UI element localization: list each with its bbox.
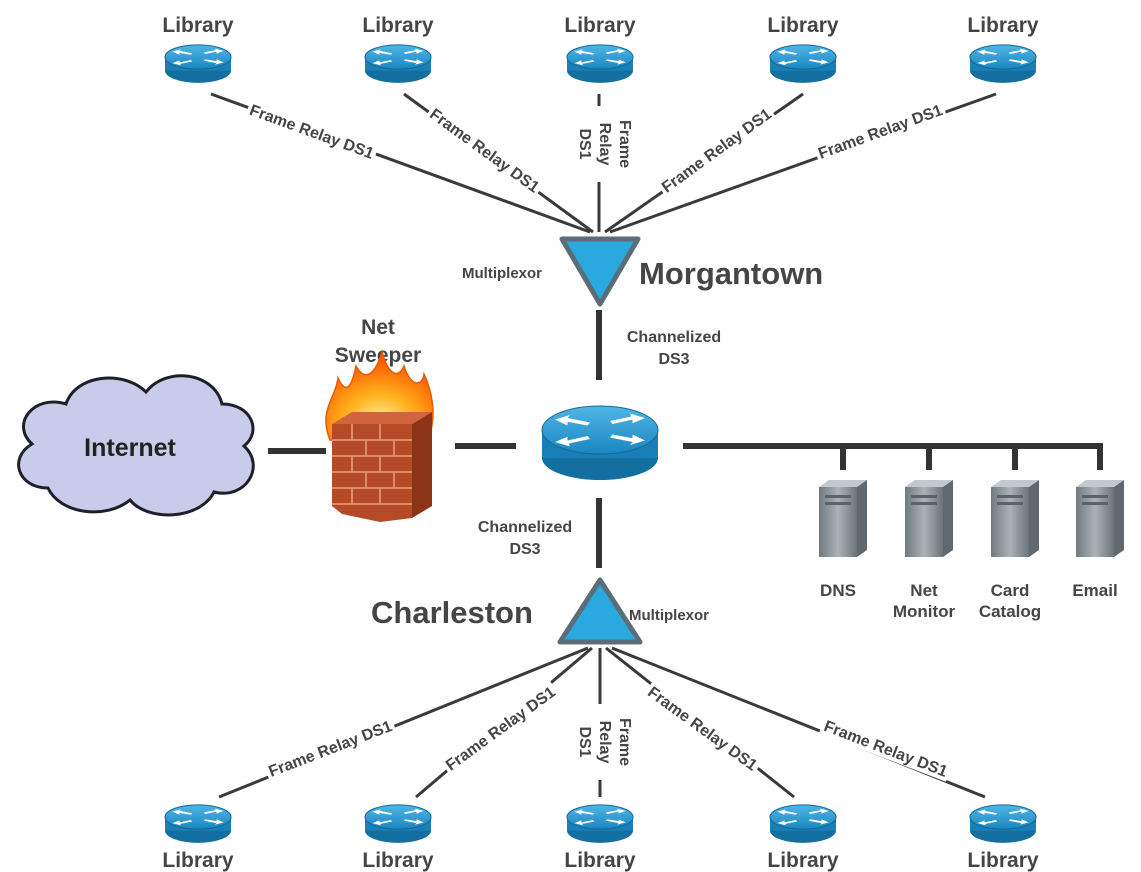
charleston-label: Charleston [371,595,533,630]
multiplexor-label: Multiplexor [462,265,542,282]
library-router-icon [566,44,634,83]
server-label: Email [1072,581,1117,600]
brick-wall-icon [332,412,432,522]
router-arrows-icon [574,48,626,66]
frame-relay-label-text: Frame Relay DS1 [659,106,775,197]
server-label: Catalog [979,602,1041,621]
net-sweeper-firewall: Net Sweeper [325,316,434,522]
server-icon [991,480,1039,557]
server-label: DNS [820,581,856,600]
frame-relay-label: Frame Relay DS1 [818,713,954,782]
frame-relay-label: Frame Relay DS1 [424,101,547,199]
trunk-label-line: Channelized [478,519,572,536]
frame-relay-label-text: Frame Relay DS1 [821,718,949,781]
router-arrows-icon [777,808,829,826]
library-router-icon [364,44,432,83]
library-label: Library [767,849,839,872]
multiplexor-label: Multiplexor [629,607,709,624]
trunk-label-line: DS3 [509,541,540,558]
internet-cloud: Internet [17,374,255,517]
router-arrows-icon [372,808,424,826]
router-arrows-icon [574,808,626,826]
frame-relay-vertical-line: Relay [596,721,613,764]
frame-relay-label-text: Frame Relay DS1 [644,684,760,775]
frame-relay-label: Frame Relay DS1 [438,679,561,777]
firewall-label-line: Net [361,316,395,339]
server-label: Monitor [893,602,956,621]
frame-relay-label: Frame Relay DS1 [812,97,948,164]
router-arrows-icon [977,48,1029,66]
library-label: Library [767,14,839,37]
morgantown-multiplexor: Multiplexor Morgantown [462,236,823,307]
router-arrows-icon [777,48,829,66]
library-label: Library [564,849,636,872]
library-router-icon [364,804,432,843]
frame-relay-label-text: Frame Relay DS1 [816,102,945,163]
library-router-icon [969,804,1037,843]
channelized-ds3-label-south: Channelized DS3 [478,519,572,558]
trunk-label-line: Channelized [627,329,721,346]
server-icon [1076,480,1124,557]
router-arrows-icon [172,808,224,826]
server-icon [819,480,867,557]
trunk-label-line: DS3 [658,351,689,368]
library-router-icon [164,804,232,843]
frame-relay-vertical-line: DS1 [576,726,593,757]
frame-relay-vertical-line: Frame [616,120,633,168]
library-label: Library [564,14,636,37]
server-label: Card [991,581,1030,600]
frame-relay-label: Frame Relay DS1 [642,679,765,777]
internet-label: Internet [84,434,176,462]
channelized-ds3-label-north: Channelized DS3 [627,329,721,368]
library-router-icon [566,804,634,843]
frame-relay-label-text: Frame Relay DS1 [426,106,542,197]
library-router-icon [769,804,837,843]
router-arrows-icon [372,48,424,66]
charleston-multiplexor: Charleston Multiplexor [371,577,709,645]
frame-relay-label-text: Frame Relay DS1 [443,684,559,775]
bottom-library-routers: Library Library Library Library Library [162,804,1039,872]
firewall-label-line: Sweeper [335,344,421,367]
library-label: Library [162,849,234,872]
library-label: Library [362,849,434,872]
morgantown-label: Morgantown [639,256,823,291]
top-library-routers: Library Library Library Library Library [162,8,1039,83]
core-router [541,405,659,480]
library-label: Library [967,849,1039,872]
router-arrows-icon [977,808,1029,826]
router-arrows-icon [555,413,645,447]
frame-relay-label: Frame Relay DS1 [244,97,380,164]
library-router-icon [769,44,837,83]
frame-relay-label-text: Frame Relay DS1 [266,718,394,781]
library-router-icon [164,44,232,83]
frame-relay-vertical-line: Frame [616,718,633,766]
frame-relay-label-text: Frame Relay DS1 [247,102,376,163]
frame-relay-vertical-line: DS1 [576,128,593,159]
frame-relay-label: Frame Relay DS1 [262,713,398,782]
library-router-icon [969,44,1037,83]
frame-relay-label: Frame Relay DS1 [654,101,777,199]
server-label: Net [910,581,938,600]
router-arrows-icon [172,48,224,66]
library-label: Library [362,14,434,37]
server-icon [905,480,953,557]
frame-relay-vertical-line: Relay [596,123,613,166]
library-label: Library [162,14,234,37]
library-label: Library [967,14,1039,37]
